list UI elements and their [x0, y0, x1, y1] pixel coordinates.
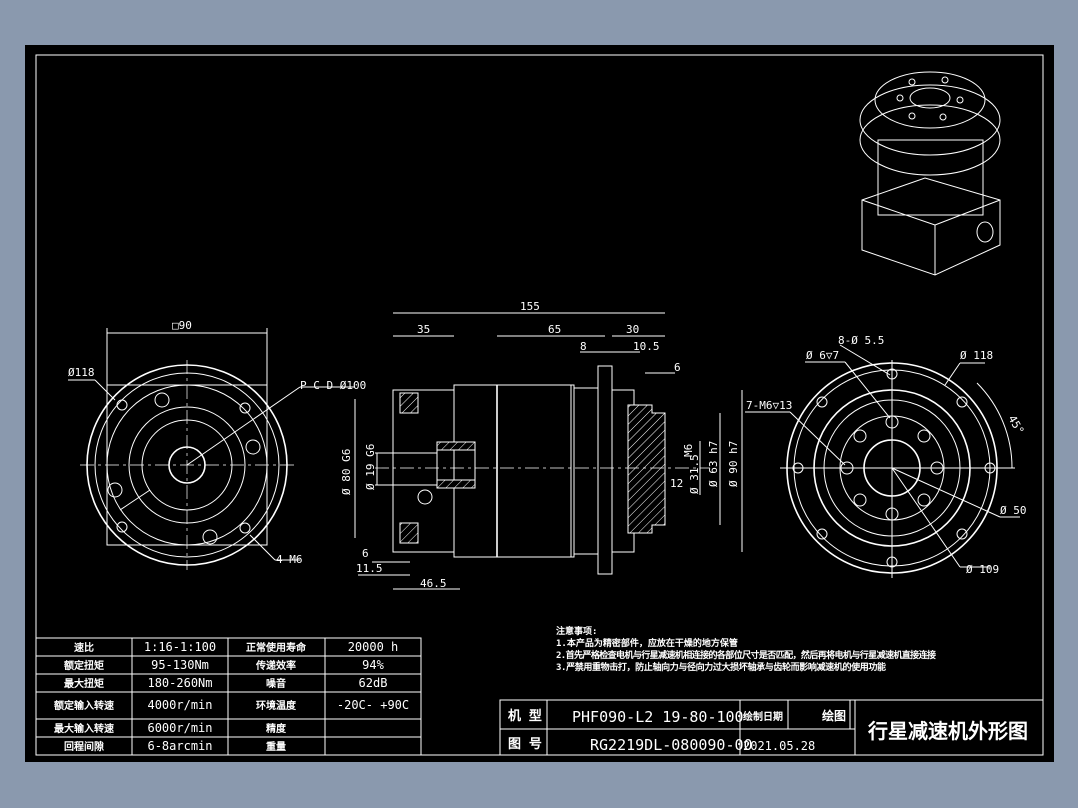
dim-dia118: Ø 118	[960, 349, 993, 362]
output-flange-view: 8-Ø 5.5 Ø 6▽7 Ø 118 7-M6▽13 45° Ø 50 Ø 1…	[745, 334, 1027, 578]
dim-10-5: 10.5	[633, 340, 660, 353]
spec-label: 正常使用寿命	[246, 641, 307, 654]
dim-6-bottom: 6	[362, 547, 369, 560]
spec-value: 4000r/min	[147, 698, 212, 712]
dim-pcd: P C D Ø100	[300, 379, 366, 392]
dim-46-5: 46.5	[420, 577, 447, 590]
date-value: 2021.05.28	[743, 739, 815, 753]
dim-dia50: Ø 50	[1000, 504, 1027, 517]
spec-label: 回程间隙	[64, 740, 104, 753]
spec-label: 传递效率	[255, 659, 296, 672]
spec-label: 最大扭矩	[64, 677, 104, 690]
dim-30: 30	[626, 323, 639, 336]
dim-35: 35	[417, 323, 430, 336]
spec-value: -20C- +90C	[337, 698, 409, 712]
dim-outer-dia: Ø118	[68, 366, 95, 379]
dim-8: 8	[580, 340, 587, 353]
cad-drawing: □90 Ø118 P C D Ø100 4-M6 155 35 65 30 8 …	[35, 54, 1044, 756]
spec-label: 精度	[266, 722, 287, 735]
note-item: 3.严禁用重物击打，防止轴向力与径向力过大损坏轴承与齿轮而影响减速机的使用功能	[556, 661, 886, 673]
note-item: 2.首先严格检查电机与行星减速机相连接的各部位尺寸是否匹配，然后再将电机与行星减…	[556, 649, 936, 661]
spec-label: 最大输入转速	[54, 722, 114, 735]
dim-total: 155	[520, 300, 540, 313]
dim-dia90: Ø 90 h7	[727, 441, 740, 487]
input-flange-view: □90 Ø118 P C D Ø100 4-M6	[68, 319, 366, 570]
spec-label: 额定输入转速	[54, 699, 114, 712]
spec-label: 重量	[266, 740, 286, 753]
spec-row: 速比 1:16-1:100 正常使用寿命 20000 h	[74, 640, 398, 654]
drawer-label: 绘图	[822, 708, 846, 723]
spec-value: 6000r/min	[147, 721, 212, 735]
dim-dia80: Ø 80 G6	[340, 449, 353, 495]
spec-value: 180-260Nm	[147, 676, 212, 690]
drawing-no-value: RG2219DL-080090-00	[590, 736, 753, 754]
spec-value: 95-130Nm	[151, 658, 209, 672]
spec-row: 最大扭矩 180-260Nm 噪音 62dB	[64, 676, 387, 690]
spec-value: 6-8arcmin	[147, 739, 212, 753]
spec-row: 额定输入转速 4000r/min 环境温度 -20C- +90C	[54, 698, 409, 712]
spec-label: 速比	[74, 641, 94, 654]
spec-value: 20000 h	[348, 640, 399, 654]
spec-row: 回程间隙 6-8arcmin 重量	[64, 739, 286, 753]
dim-dia63: Ø 63 h7	[707, 441, 720, 487]
dim-dia109: Ø 109	[966, 563, 999, 576]
dim-angle: 45°	[1005, 413, 1026, 437]
dim-65: 65	[548, 323, 561, 336]
dim-dia31-5: Ø 31.5	[688, 454, 701, 494]
dim-12: 12	[670, 477, 683, 490]
dim-square: □90	[172, 319, 192, 332]
model-label: 机 型	[508, 708, 542, 724]
note-item: 1.本产品为精密部件，应放在干燥的地方保管	[556, 637, 738, 649]
side-section-view: 155 35 65 30 8 10.5 6 Ø 80 G6 Ø 19 G6 6 …	[340, 300, 743, 590]
dim-hole6: Ø 6▽7	[806, 349, 839, 362]
spec-table: 速比 1:16-1:100 正常使用寿命 20000 h 额定扭矩 95-130…	[35, 637, 422, 756]
spec-value: 1:16-1:100	[144, 640, 216, 654]
notes-title: 注意事项:	[556, 625, 597, 637]
spec-row: 额定扭矩 95-130Nm 传递效率 94%	[64, 658, 385, 672]
spec-label: 环境温度	[256, 699, 297, 712]
model-value: PHF090-L2 19-80-100	[572, 708, 744, 726]
drawing-no-label: 图 号	[508, 737, 542, 752]
dim-m6: M6	[682, 444, 695, 457]
isometric-view	[859, 71, 1001, 276]
spec-row: 最大输入转速 6000r/min 精度	[54, 721, 287, 735]
drawing-sheet: □90 Ø118 P C D Ø100 4-M6 155 35 65 30 8 …	[25, 45, 1054, 762]
notes: 注意事项: 1.本产品为精密部件，应放在干燥的地方保管 2.首先严格检查电机与行…	[556, 625, 936, 673]
spec-label: 噪音	[266, 677, 286, 690]
dim-dia19: Ø 19 G6	[364, 444, 377, 490]
dim-6-top: 6	[674, 361, 681, 374]
spec-label: 额定扭矩	[64, 659, 104, 672]
spec-value: 94%	[362, 658, 384, 672]
spec-value: 62dB	[359, 676, 388, 690]
date-label: 绘制日期	[743, 710, 783, 723]
dim-holes8: 8-Ø 5.5	[838, 334, 884, 347]
dim-holes7: 7-M6▽13	[746, 399, 792, 412]
dim-holes: 4-M6	[276, 553, 303, 566]
drawing-title: 行星减速机外形图	[867, 719, 1028, 743]
title-block: 机 型 PHF090-L2 19-80-100 绘制日期 绘图 图 号 RG22…	[499, 699, 1044, 756]
dim-11-5: 11.5	[356, 562, 383, 575]
